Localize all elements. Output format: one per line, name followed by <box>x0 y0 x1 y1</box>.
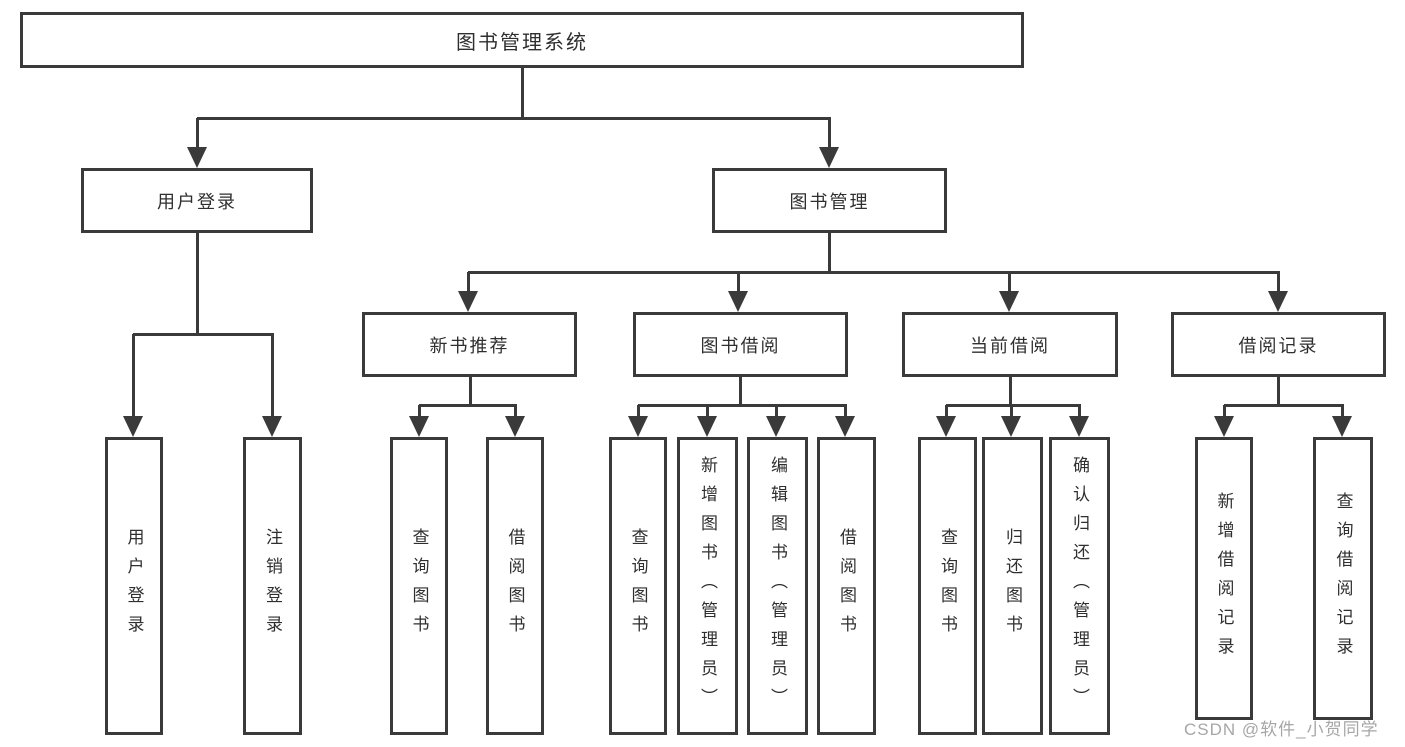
connector-line <box>1010 405 1013 416</box>
leaf-user-login: 用户登录 <box>105 437 163 735</box>
node-borrow-records: 借阅记录 <box>1171 312 1386 377</box>
connector-line <box>706 405 709 416</box>
connector-line <box>1008 272 1011 291</box>
arrow-down-icon <box>999 291 1019 312</box>
connector-line <box>469 377 472 407</box>
arrow-down-icon <box>1069 416 1089 437</box>
leaf-return-books: 归还图书 <box>982 437 1043 735</box>
connector-line <box>196 233 199 336</box>
connector-line <box>133 333 274 336</box>
node-book-borrow: 图书借阅 <box>633 312 848 377</box>
leaf-add-borrow-record: 新增借阅记录 <box>1195 437 1253 720</box>
arrow-down-icon <box>628 416 648 437</box>
connector-line <box>739 377 742 407</box>
node-new-book-recommend: 新书推荐 <box>362 312 577 377</box>
node-book-management: 图书管理 <box>712 168 947 233</box>
leaf-query-books-borrow: 查询图书 <box>609 437 667 735</box>
connector-line <box>1341 405 1344 416</box>
arrow-down-icon <box>766 416 786 437</box>
connector-line <box>844 405 847 416</box>
connector-line <box>419 404 517 407</box>
connector-line <box>737 272 740 291</box>
arrow-down-icon <box>262 416 282 437</box>
arrow-down-icon <box>936 416 956 437</box>
connector-line <box>514 405 517 416</box>
leaf-edit-books-admin: 编辑图书（管理员） <box>747 437 808 735</box>
arrow-down-icon <box>1268 291 1288 312</box>
arrow-down-icon <box>819 147 839 168</box>
arrow-down-icon <box>505 416 525 437</box>
connector-line <box>1223 405 1226 416</box>
connector-line <box>197 117 831 120</box>
connector-line <box>828 233 831 274</box>
leaf-borrow-books: 借阅图书 <box>817 437 876 735</box>
leaf-logout: 注销登录 <box>243 437 302 735</box>
csdn-watermark: CSDN @软件_小贺同学 <box>1184 720 1379 739</box>
arrow-down-icon <box>1214 416 1234 437</box>
connector-line <box>467 272 470 291</box>
connector-line <box>775 405 778 416</box>
arrow-down-icon <box>1332 416 1352 437</box>
connector-line <box>196 118 199 147</box>
connector-line <box>1078 405 1081 416</box>
leaf-query-books-current: 查询图书 <box>918 437 977 735</box>
leaf-query-books-recommend: 查询图书 <box>390 437 448 735</box>
connector-line <box>946 404 1081 407</box>
arrow-down-icon <box>835 416 855 437</box>
leaf-borrow-books-recommend: 借阅图书 <box>486 437 544 735</box>
leaf-confirm-return-admin: 确认归还（管理员） <box>1049 437 1110 735</box>
connector-line <box>521 68 524 120</box>
arrow-down-icon <box>458 291 478 312</box>
connector-line <box>945 405 948 416</box>
connector-line <box>1277 377 1280 407</box>
connector-line <box>828 118 831 147</box>
connector-line <box>468 271 1280 274</box>
arrow-down-icon <box>123 416 143 437</box>
connector-line <box>1224 404 1344 407</box>
connector-line <box>271 334 274 416</box>
connector-line <box>1277 272 1280 291</box>
connector-line <box>637 405 640 416</box>
node-current-borrow: 当前借阅 <box>902 312 1118 377</box>
node-root: 图书管理系统 <box>20 12 1024 68</box>
connector-line <box>418 405 421 416</box>
arrow-down-icon <box>409 416 429 437</box>
leaf-query-borrow-record: 查询借阅记录 <box>1313 437 1373 720</box>
arrow-down-icon <box>187 147 207 168</box>
connector-line <box>1009 377 1012 407</box>
arrow-down-icon <box>728 291 748 312</box>
node-user-login: 用户登录 <box>81 168 313 233</box>
connector-line <box>638 404 847 407</box>
arrow-down-icon <box>1001 416 1021 437</box>
arrow-down-icon <box>697 416 717 437</box>
connector-line <box>132 334 135 416</box>
leaf-add-books-admin: 新增图书（管理员） <box>677 437 738 735</box>
